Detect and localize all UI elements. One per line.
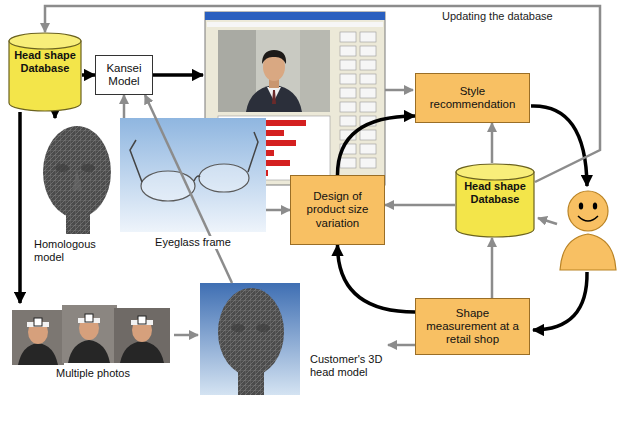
data-arrow bbox=[266, 209, 290, 212]
image-caption: Customer's 3D head model bbox=[308, 353, 388, 378]
flow-arrow bbox=[338, 116, 416, 175]
flow-arrow bbox=[82, 73, 95, 77]
process-box: Design of product size variation bbox=[290, 175, 385, 245]
data-arrow bbox=[45, 6, 600, 182]
database-cylinder: Head shape Database bbox=[8, 32, 82, 112]
image-node: Homologous model bbox=[32, 118, 122, 268]
image-node: Eyeglass frame bbox=[120, 118, 266, 252]
process-box: Style recommendation bbox=[415, 73, 530, 123]
multiple-photos bbox=[12, 305, 170, 365]
image-caption: Eyeglass frame bbox=[153, 236, 233, 249]
data-arrow bbox=[145, 95, 232, 283]
node-label: Kansei Model bbox=[100, 62, 148, 88]
flow-arrow bbox=[53, 112, 57, 118]
eyeglass-frame-image bbox=[120, 118, 266, 232]
image-node: Multiple photos bbox=[12, 303, 174, 385]
node-label: Shape measurement at a retail shop bbox=[420, 307, 525, 347]
data-arrow bbox=[491, 238, 494, 298]
process-box: Shape measurement at a retail shop bbox=[415, 298, 530, 355]
flow-arrow bbox=[18, 112, 22, 303]
data-arrow bbox=[174, 334, 198, 337]
model-box: Kansei Model bbox=[95, 55, 153, 95]
homologous-head-model bbox=[43, 126, 111, 234]
database-cylinder: Head shape Database bbox=[455, 163, 535, 238]
node-label: Head shape Database bbox=[455, 163, 535, 205]
node-label: Style recommendation bbox=[420, 85, 525, 111]
data-arrow bbox=[388, 344, 415, 347]
image-node: Customer's 3D head model bbox=[198, 283, 388, 398]
edge-label: Updating the database bbox=[440, 10, 555, 22]
image-caption: Multiple photos bbox=[54, 367, 132, 380]
flow-arrow bbox=[338, 245, 416, 312]
image-caption: Homologous model bbox=[32, 238, 122, 263]
data-arrow bbox=[123, 95, 126, 118]
customer-figure bbox=[560, 191, 616, 270]
node-label: Design of product size variation bbox=[295, 190, 380, 230]
data-arrow bbox=[491, 123, 494, 163]
node-label: Head shape Database bbox=[8, 32, 82, 74]
customer-head-model bbox=[200, 283, 300, 395]
data-arrow bbox=[385, 204, 455, 207]
